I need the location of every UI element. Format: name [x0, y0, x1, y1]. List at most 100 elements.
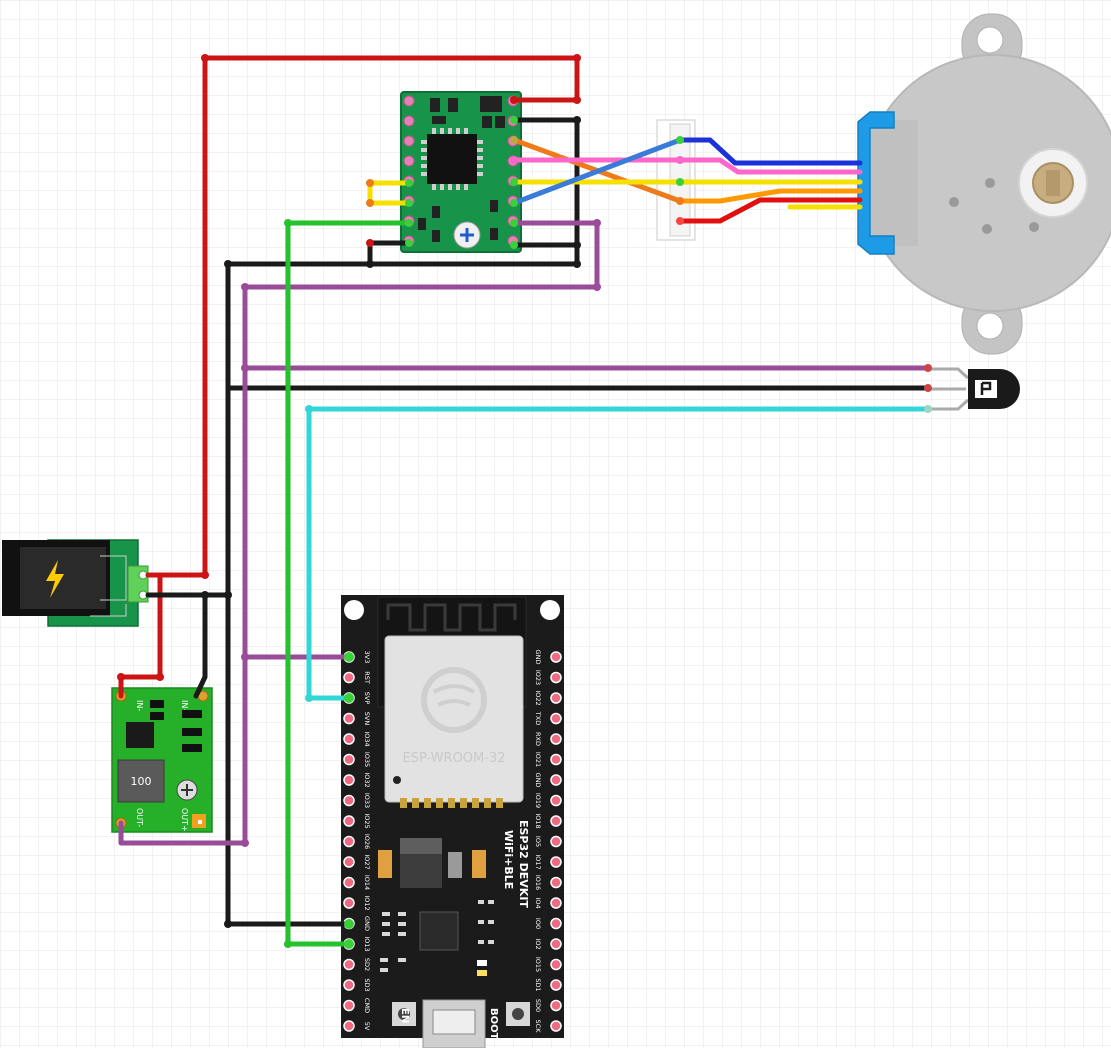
- stepper-motor-28byj48[interactable]: [857, 13, 1111, 355]
- esp32-left-pin-io26[interactable]: [343, 835, 355, 848]
- esp32-right-pin-label: IO0: [534, 918, 542, 929]
- buck-out-minus-label: OUT-: [135, 808, 144, 827]
- esp32-left-pin-label: SVN: [363, 712, 371, 726]
- esp32-left-pin-io35[interactable]: [343, 753, 355, 766]
- esp32-left-pin-label: CMD: [363, 998, 371, 1013]
- esp32-left-pin-5v[interactable]: [343, 1020, 355, 1032]
- esp32-right-pin-sd0[interactable]: [550, 999, 562, 1012]
- esp32-left-pin-io34[interactable]: [343, 733, 355, 745]
- temperature-sensor-to92[interactable]: [928, 364, 1020, 414]
- esp32-right-pin-io4[interactable]: [550, 897, 562, 909]
- esp32-right-pin-label: IO15: [534, 957, 542, 972]
- esp32-right-pin-sd1[interactable]: [550, 979, 562, 991]
- wire-sensor-signal[interactable]: [306, 406, 931, 701]
- esp32-right-pin-label: GND: [534, 773, 542, 788]
- buck-converter-module[interactable]: IN- IN+ OUT- OUT+ 100: [111, 687, 213, 833]
- inductor: [117, 759, 165, 803]
- esp32-left-pin-label: IO14: [363, 875, 371, 890]
- esp32-right-pin-label: IO23: [534, 670, 542, 685]
- esp32-right-pin-gnd[interactable]: [550, 651, 562, 663]
- esp32-right-pin-label: IO19: [534, 793, 542, 808]
- esp32-right-pin-label: IO2: [534, 938, 542, 949]
- esp32-left-pin-io12[interactable]: [343, 897, 355, 909]
- esp32-right-pin-label: IO5: [534, 836, 542, 847]
- buck-in-minus-label: IN-: [135, 700, 144, 711]
- esp32-right-pin-label: IO22: [534, 690, 542, 705]
- esp32-left-pin-label: IO32: [363, 772, 371, 787]
- esp32-right-pin-io16[interactable]: [550, 876, 562, 889]
- wire-buck-input-power[interactable]: [118, 572, 163, 699]
- esp32-left-pin-label: IO27: [363, 854, 371, 869]
- esp32-right-pin-label: SCK: [534, 1020, 542, 1034]
- boot-label: BOOT: [488, 1008, 499, 1040]
- esp32-left-pin-label: IO12: [363, 895, 371, 910]
- esp32-right-pin-io15[interactable]: [550, 958, 562, 971]
- buck-in-plus-label: IN+: [180, 700, 189, 715]
- board-title: ESP32 DEVKIT: [517, 820, 530, 908]
- esp32-left-pin-rst[interactable]: [343, 671, 355, 684]
- esp32-right-pin-label: GND: [534, 650, 542, 665]
- esp32-left-pin-cmd[interactable]: [343, 999, 355, 1012]
- motor-wires[interactable]: [677, 137, 863, 224]
- esp32-right-pin-io18[interactable]: [550, 815, 562, 827]
- esp32-left-pin-label: GND: [363, 916, 371, 931]
- esp32-right-pin-io23[interactable]: [550, 671, 562, 684]
- en-label: EN: [399, 1008, 410, 1023]
- esp32-right-pin-label: SD0: [534, 999, 542, 1012]
- esp-wroom-32-module: [384, 635, 524, 803]
- esp32-left-pin-io33[interactable]: [343, 794, 355, 807]
- wire-gpio13-step[interactable]: [285, 220, 412, 947]
- esp32-right-pin-io19[interactable]: [550, 794, 562, 807]
- esp32-left-pin-io27[interactable]: [343, 856, 355, 868]
- esp32-right-pin-io21[interactable]: [550, 753, 562, 766]
- esp32-left-pin-label: IO35: [363, 752, 371, 767]
- esp32-left-pin-sd2[interactable]: [343, 958, 355, 971]
- esp32-right-pin-label: TXD: [534, 711, 542, 725]
- esp32-left-pin-label: SD2: [363, 958, 371, 971]
- esp32-left-pin-io14[interactable]: [343, 876, 355, 889]
- esp32-left-pin-label: IO26: [363, 834, 371, 849]
- esp32-left-pin-label: IO33: [363, 793, 371, 808]
- wire-endpoints: [117, 54, 932, 949]
- esp32-right-pin-sck[interactable]: [550, 1020, 562, 1032]
- esp32-right-pin-io5[interactable]: [550, 835, 562, 848]
- esp32-left-pin-label: RST: [363, 671, 371, 684]
- esp32-left-pin-io32[interactable]: [343, 774, 355, 786]
- wire-vmot-power[interactable]: [145, 55, 580, 578]
- right-pin-header: [550, 651, 562, 1032]
- esp32-left-pin-label: SD3: [363, 978, 371, 991]
- esp32-right-pin-label: IO21: [534, 752, 542, 767]
- esp32-right-pin-io0[interactable]: [550, 917, 562, 930]
- esp32-right-pin-gnd[interactable]: [550, 774, 562, 786]
- esp32-left-pin-label: 5V: [363, 1022, 371, 1031]
- esp32-right-pin-label: IO18: [534, 813, 542, 828]
- power-icon: [46, 560, 64, 598]
- esp32-right-pin-txd[interactable]: [550, 712, 562, 725]
- a4988-stepper-driver[interactable]: [400, 91, 522, 253]
- buck-out-plus-label: OUT+: [180, 808, 189, 832]
- esp32-left-pin-io25[interactable]: [343, 815, 355, 827]
- esp32-left-pin-label: SVP: [363, 692, 371, 705]
- esp32-devkit-board[interactable]: ESP-WROOM-32 ESP32 DEVKIT WiFi+BLE EN BO…: [341, 595, 564, 1048]
- esp32-right-pin-label: SD1: [534, 978, 542, 991]
- esp32-left-pin-sd3[interactable]: [343, 979, 355, 991]
- esp32-right-pin-io2[interactable]: [550, 938, 562, 950]
- esp32-right-pin-label: IO4: [534, 897, 542, 908]
- esp32-right-pin-rxd[interactable]: [550, 733, 562, 745]
- esp32-left-pin-label: IO34: [363, 731, 371, 746]
- esp32-right-pin-io22[interactable]: [550, 692, 562, 704]
- esp32-left-pin-label: IO25: [363, 813, 371, 828]
- esp32-right-pin-label: IO16: [534, 875, 542, 890]
- board-subtitle: WiFi+BLE: [502, 830, 515, 889]
- esp32-right-pin-io17[interactable]: [550, 856, 562, 868]
- wire-coil-b2[interactable]: [511, 137, 683, 206]
- esp32-left-pin-label: 3V3: [363, 651, 371, 664]
- driver-chip: [427, 134, 477, 184]
- esp32-left-pin-svn[interactable]: [343, 712, 355, 725]
- dc-barrel-jack[interactable]: [2, 539, 149, 627]
- inductor-label: 100: [131, 775, 152, 788]
- wire-buck-input-ground[interactable]: [193, 592, 208, 699]
- esp32-left-pin-label: IO13: [363, 936, 371, 951]
